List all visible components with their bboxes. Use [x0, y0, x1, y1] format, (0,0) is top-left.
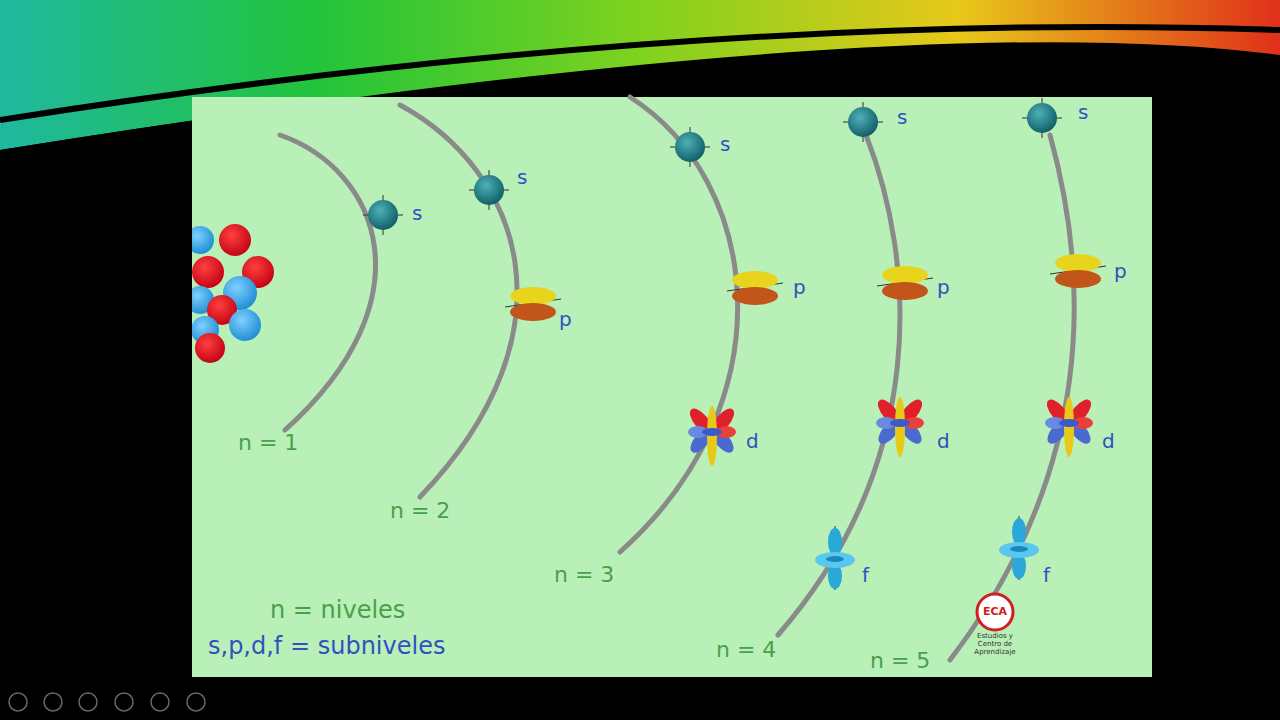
watermark-logo — [977, 594, 1013, 630]
logo-subtitle: Estudios y Centro de Aprendizaje — [966, 632, 1024, 656]
level-label: n = 3 — [554, 564, 614, 586]
subshell-letter: s — [1078, 102, 1088, 122]
legend-note: s,p,d,f = subniveles — [208, 634, 445, 658]
subshell-letter: s — [517, 167, 527, 187]
subshell-letter: d — [746, 431, 759, 451]
diagram-panel — [192, 97, 1152, 677]
level-label: n = 5 — [870, 650, 930, 672]
subshell-letter: s — [412, 203, 422, 223]
subshell-letter: d — [1102, 431, 1115, 451]
subshell-letter: p — [1114, 261, 1127, 281]
slideshow-toolbar — [9, 693, 205, 711]
level-label: n = 2 — [390, 500, 450, 522]
subshell-letter: s — [897, 107, 907, 127]
subshell-letter: f — [862, 565, 869, 585]
orbitals — [363, 98, 1106, 590]
subshell-letter: f — [1043, 565, 1050, 585]
subshell-letter: s — [720, 134, 730, 154]
logo-text: ECA — [977, 606, 1013, 617]
subshell-letter: d — [937, 431, 950, 451]
legend-note: n = niveles — [270, 598, 405, 622]
subshell-letter: p — [937, 277, 950, 297]
subshell-letter: p — [793, 277, 806, 297]
subshell-letter: p — [559, 309, 572, 329]
energy-level-arcs — [280, 97, 1074, 660]
level-label: n = 1 — [238, 432, 298, 454]
level-label: n = 4 — [716, 639, 776, 661]
nucleus — [192, 224, 274, 363]
